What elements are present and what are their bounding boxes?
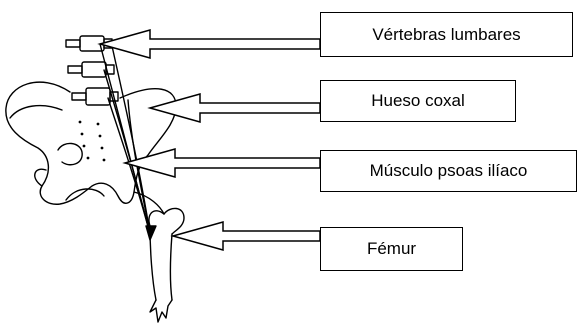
label-musculo-psoas: Músculo psoas ilíaco — [320, 150, 577, 192]
psoas-iliac-muscle — [100, 44, 150, 234]
arrow-psoas — [125, 149, 320, 177]
label-vertebras-lumbares: Vértebras lumbares — [320, 12, 573, 57]
arrow-vertebras — [100, 30, 320, 58]
label-hueso-coxal: Hueso coxal — [320, 80, 516, 122]
arrow-coxal — [150, 94, 320, 122]
hip-bone — [6, 82, 176, 214]
label-femur: Fémur — [320, 227, 463, 271]
arrow-femur — [173, 222, 320, 250]
